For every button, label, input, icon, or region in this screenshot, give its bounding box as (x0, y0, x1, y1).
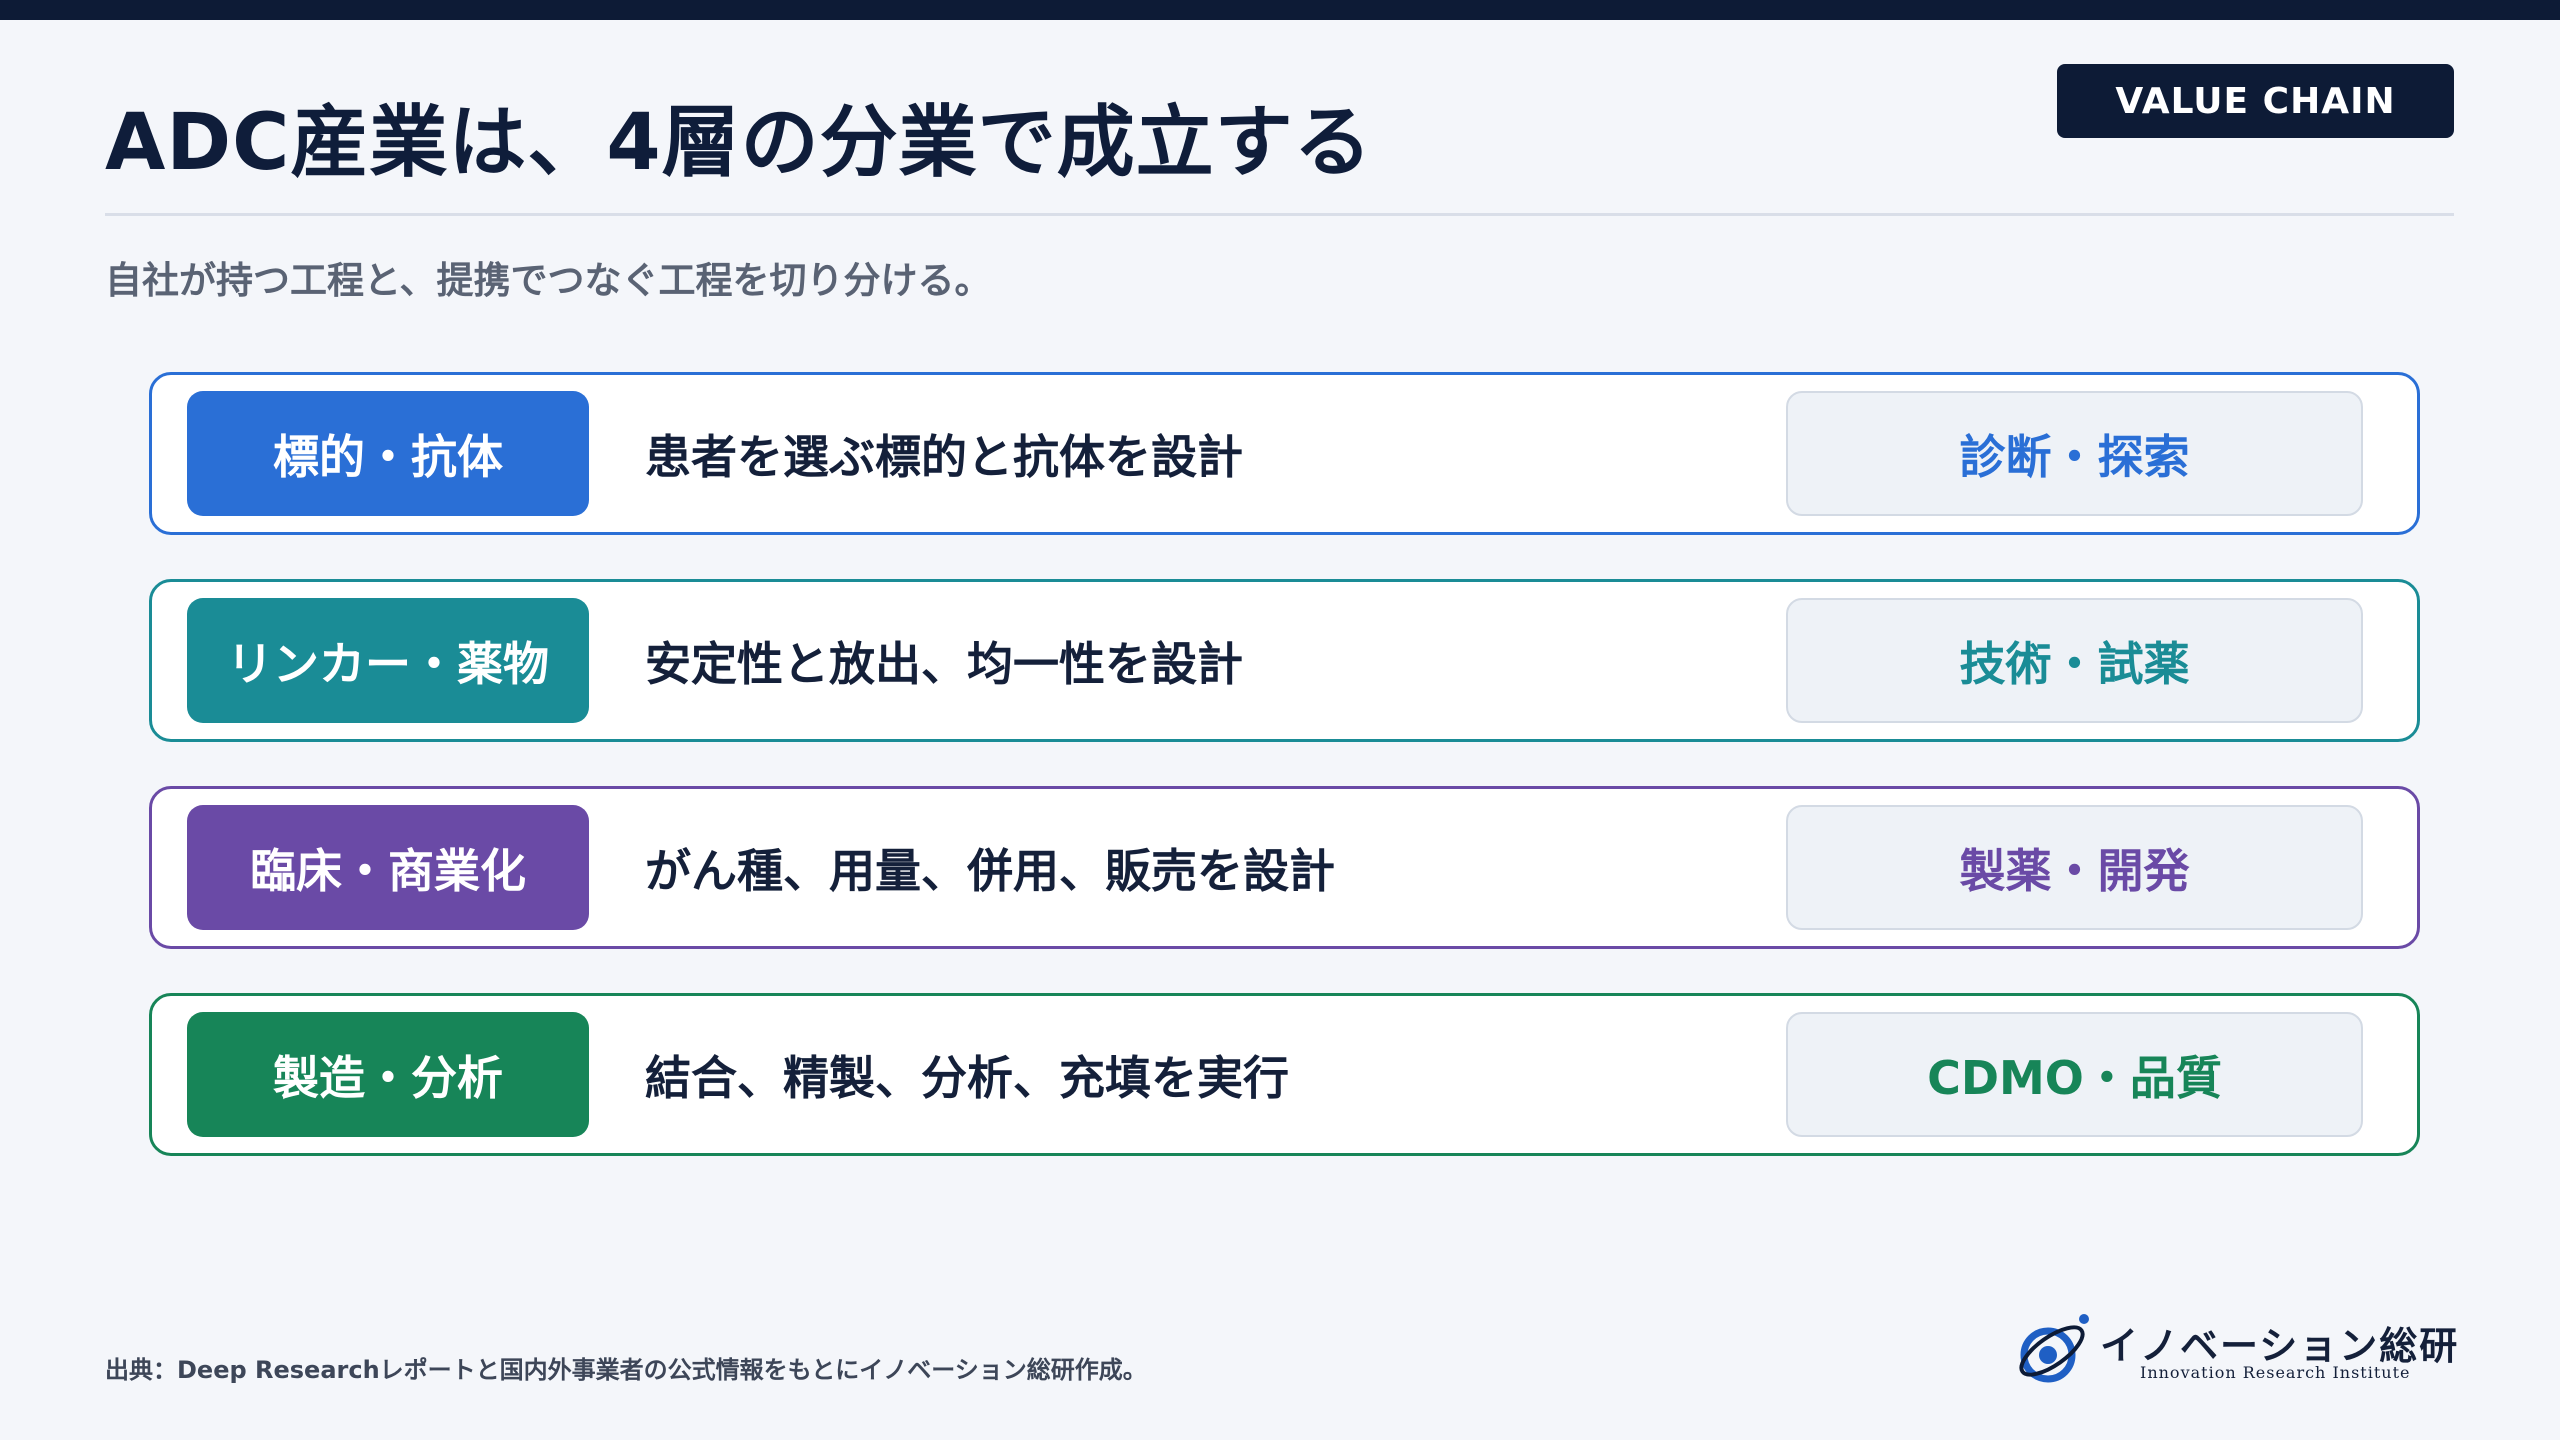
layer-label: 標的・抗体 (187, 391, 589, 516)
value-chain-badge: VALUE CHAIN (2057, 64, 2454, 138)
page-title: ADC産業は、4層の分業で成立する (105, 98, 1373, 188)
layer-row-targeting: 標的・抗体 患者を選ぶ標的と抗体を設計 診断・探索 (149, 372, 2420, 535)
layer-label: 製造・分析 (187, 1012, 589, 1137)
layer-label: リンカー・薬物 (187, 598, 589, 723)
logo-name: イノベーション総研 (2100, 1323, 2460, 1368)
partner-tag: CDMO・品質 (1786, 1012, 2363, 1137)
source-note: 出典：Deep Researchレポートと国内外事業者の公式情報をもとにイノベー… (105, 1356, 1147, 1384)
layer-label: 臨床・商業化 (187, 805, 589, 930)
logo-subtitle: Innovation Research Institute (2140, 1363, 2411, 1382)
partner-tag: 診断・探索 (1786, 391, 2363, 516)
page-subtitle: 自社が持つ工程と、提携でつなぐ工程を切り分ける。 (105, 259, 992, 302)
company-logo: イノベーション総研 Innovation Research Institute (2010, 1305, 2457, 1395)
layer-description: 患者を選ぶ標的と抗体を設計 (645, 429, 1243, 484)
partner-tag: 製薬・開発 (1786, 805, 2363, 930)
layer-row-manufacturing: 製造・分析 結合、精製、分析、充填を実行 CDMO・品質 (149, 993, 2420, 1156)
layer-description: がん種、用量、併用、販売を設計 (645, 843, 1335, 898)
layer-row-clinical: 臨床・商業化 がん種、用量、併用、販売を設計 製薬・開発 (149, 786, 2420, 949)
orbit-logo-icon (2019, 1314, 2089, 1383)
top-bar (0, 0, 2560, 20)
partner-tag: 技術・試薬 (1786, 598, 2363, 723)
layer-row-linker: リンカー・薬物 安定性と放出、均一性を設計 技術・試薬 (149, 579, 2420, 742)
header-divider (105, 213, 2454, 216)
layer-description: 結合、精製、分析、充填を実行 (645, 1050, 1289, 1105)
layer-description: 安定性と放出、均一性を設計 (645, 636, 1243, 691)
